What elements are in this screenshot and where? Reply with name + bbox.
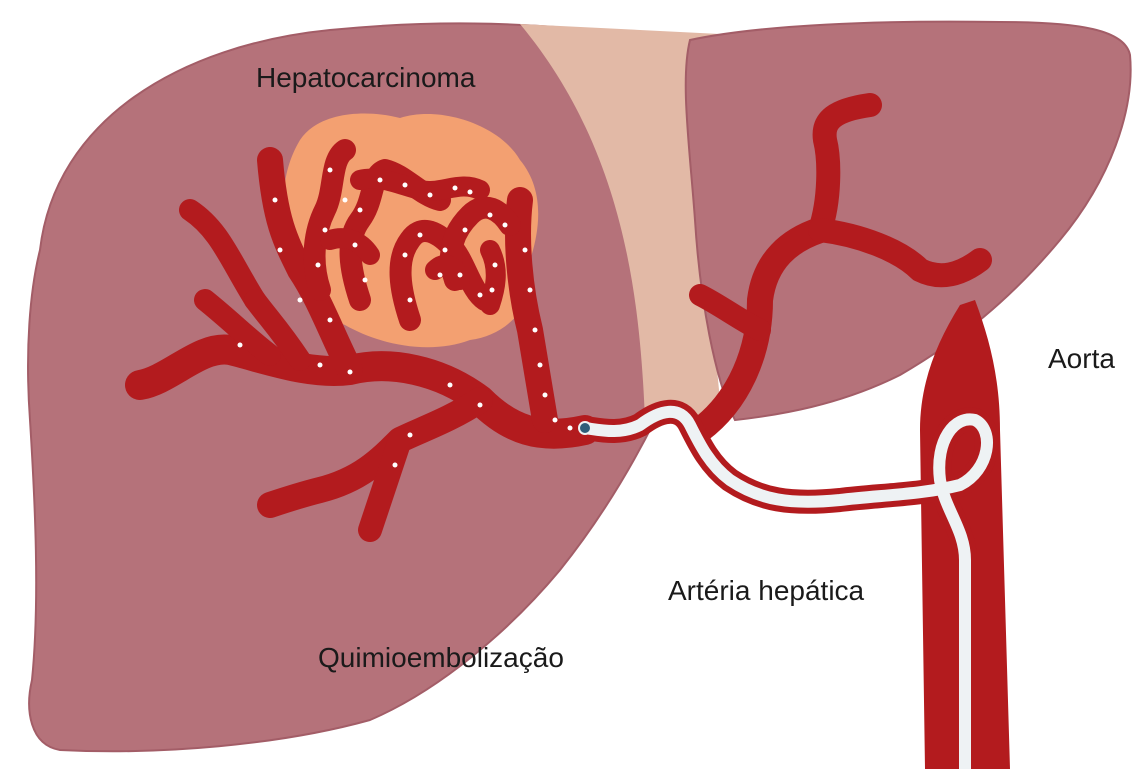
label-chemoembolization: Quimioembolização	[318, 644, 564, 672]
label-hepatocarcinoma: Hepatocarcinoma	[256, 64, 475, 92]
label-aorta: Aorta	[1048, 345, 1115, 373]
catheter-tip	[579, 422, 591, 434]
label-hepatic-artery: Artéria hepática	[668, 577, 864, 605]
